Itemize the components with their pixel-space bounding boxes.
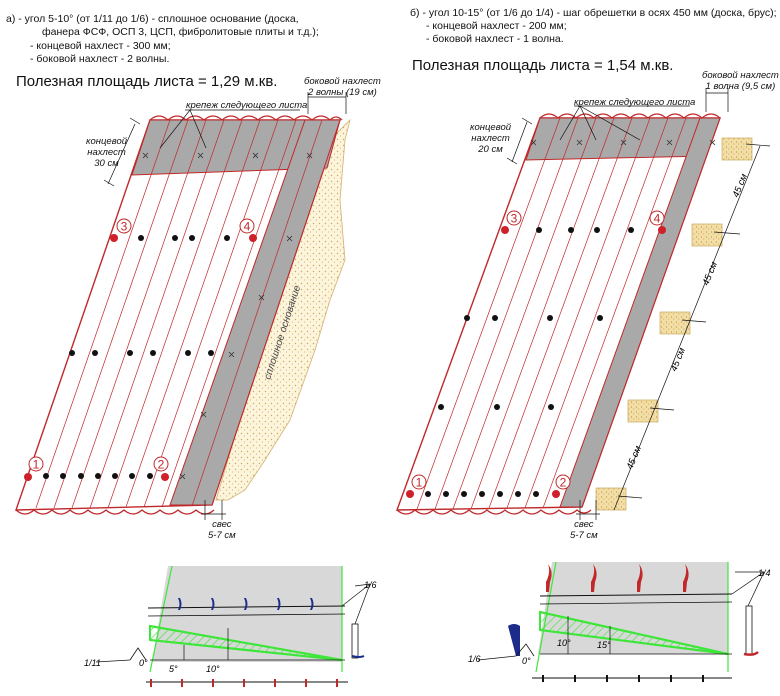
left-side-overlap-label: боковой нахлест 2 волны (19 см) [304, 76, 381, 98]
right-wave-top [539, 113, 721, 119]
right-roof-sheet: 1 2 3 4 [395, 88, 771, 520]
right-wave-bottom [396, 509, 592, 515]
left-header-line-3: - концевой нахлест - 300 мм; [30, 40, 171, 52]
right-red-hooks [546, 564, 689, 592]
right-batten-4 [627, 399, 659, 423]
left-angle-detail: 1/6 1/11 0° 5° 10° [84, 565, 377, 687]
right-batten-3 [659, 311, 691, 335]
left-useful-area: Полезная площадь листа = 1,29 м.кв. [16, 73, 278, 90]
left-marker-4-text: 4 [244, 220, 251, 234]
right-marker-1: 1 [406, 474, 427, 498]
right-useful-area: Полезная площадь листа = 1,54 м.кв. [412, 57, 674, 74]
right-overhang-label: свес 5-7 см [570, 519, 598, 541]
left-overhang-line-1: свес [212, 519, 232, 530]
right-side-overlap-band [559, 117, 721, 508]
right-end-overlap-line-1: концевой [470, 122, 512, 133]
right-marker-4: 4 [649, 210, 666, 234]
left-marker-1: 1 [24, 456, 44, 481]
left-side-overlap-line-1: боковой нахлест [304, 76, 381, 87]
right-next-sheet-fasteners [530, 139, 716, 146]
left-fastener-dots [43, 235, 230, 479]
right-angle-detail: 1/4 1/6 0° 10° 15° [468, 561, 771, 682]
left-angle-5: 5° [169, 664, 178, 674]
right-header-line-1: б) - угол 10-15° (от 1/6 до 1/4) - шаг о… [410, 7, 777, 19]
left-marker-1-text: 1 [33, 458, 40, 472]
left-header-line-4: - боковой нахлест - 2 волны. [30, 53, 170, 65]
left-marker-2-text: 2 [158, 458, 165, 472]
left-side-overlap-line-2: 2 волны (19 см) [308, 87, 377, 98]
left-corrugations [35, 119, 323, 509]
left-marker-3: 3 [110, 218, 132, 242]
right-spacing-1: 45 см [731, 172, 751, 199]
right-side-overlap-line-1: боковой нахлест [702, 70, 779, 81]
right-angle-10: 10° [557, 638, 571, 648]
left-wave-top [149, 115, 343, 121]
left-angle-10: 10° [206, 664, 220, 674]
left-overhang-label: свес 5-7 см [208, 519, 236, 541]
left-end-overlap-line-3: 30 см [94, 158, 119, 169]
right-angle-0: 0° [522, 656, 531, 666]
right-dimension-lines [506, 88, 771, 520]
right-angle-15: 15° [597, 640, 611, 650]
left-ratio-top: 1/6 [364, 580, 377, 590]
right-spacing-4: 45 см [625, 444, 645, 471]
left-next-sheet-fasteners [142, 152, 313, 480]
left-marker-2: 2 [153, 456, 169, 481]
right-marker-2: 2 [552, 474, 571, 498]
left-end-overlap-line-1: концевой [86, 136, 128, 147]
right-fastener-dots [425, 227, 634, 497]
right-end-overlap-line-3: 20 см [478, 144, 503, 155]
right-end-overlap-label: концевой нахлест 20 см [470, 122, 511, 155]
right-header-line-3: - боковой нахлест - 1 волна. [426, 33, 564, 45]
right-batten-5 [595, 487, 627, 511]
right-overhang-line-1: свес [574, 519, 594, 530]
right-overhang-line-2: 5-7 см [570, 530, 598, 541]
right-spacing-2: 45 см [701, 260, 721, 287]
left-end-overlap-label: концевой нахлест 30 см [86, 136, 127, 169]
left-ratio-bottom: 1/11 [84, 658, 101, 668]
right-marker-3-text: 3 [511, 212, 518, 226]
left-solid-base [215, 118, 351, 501]
right-bottom-fasteners [542, 675, 704, 682]
right-marker-1-text: 1 [416, 476, 423, 490]
right-header-line-2: - концевой нахлест - 200 мм; [426, 20, 567, 32]
right-ratio-top: 1/4 [758, 568, 771, 578]
left-dimension-lines [103, 92, 347, 520]
right-marker-4-text: 4 [654, 212, 661, 226]
right-ratio-bottom: 1/6 [468, 654, 481, 664]
right-blue-fastener [508, 624, 520, 656]
left-wave-bottom [15, 509, 215, 515]
left-header-line-2: фанера ФСФ, ОСП 3, ЦСП, фибролитовые пли… [42, 26, 319, 38]
right-marker-3: 3 [501, 210, 522, 234]
left-roof-sheet: 1 2 3 4 [15, 92, 351, 520]
left-red-fasteners [150, 679, 338, 687]
left-blue-fasteners [178, 598, 314, 610]
right-side-overlap-line-2: 1 волна (9,5 см) [705, 81, 776, 92]
right-next-sheet-label: крепеж следующего листа [574, 97, 696, 108]
right-marker-2-text: 2 [560, 476, 567, 490]
right-end-overlap-line-2: нахлест [471, 133, 510, 144]
left-marker-3-text: 3 [121, 220, 128, 234]
left-next-sheet-label: крепеж следующего листа [186, 100, 308, 111]
right-batten-1 [721, 137, 753, 161]
left-end-overlap-line-2: нахлест [87, 147, 126, 158]
left-marker-4: 4 [239, 218, 257, 242]
right-side-overlap-label: боковой нахлест 1 волна (9,5 см) [702, 70, 779, 92]
left-side-overlap-band [169, 119, 341, 506]
left-header-line-1: а) - угол 5-10° (от 1/11 до 1/6) - сплош… [6, 13, 299, 25]
right-batten-2 [691, 223, 723, 247]
left-angle-0: 0° [139, 658, 148, 668]
right-spacing-3: 45 см [669, 346, 689, 373]
left-overhang-line-2: 5-7 см [208, 530, 236, 541]
right-corrugations [416, 117, 687, 510]
